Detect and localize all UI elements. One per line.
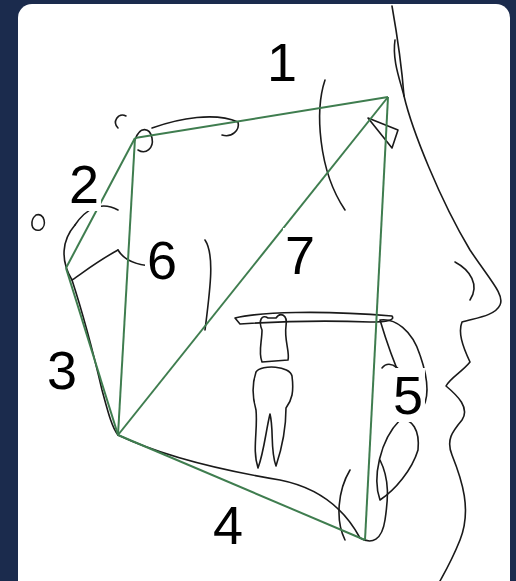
- callout-number: 5: [391, 368, 425, 422]
- callout-number: 6: [145, 233, 179, 287]
- callout-number: 2: [67, 157, 101, 211]
- white-panel: [18, 4, 510, 581]
- callout-number: 7: [283, 228, 317, 282]
- callout-number: 1: [265, 35, 299, 89]
- callout-number: 3: [45, 343, 79, 397]
- callout-number: 4: [211, 498, 245, 552]
